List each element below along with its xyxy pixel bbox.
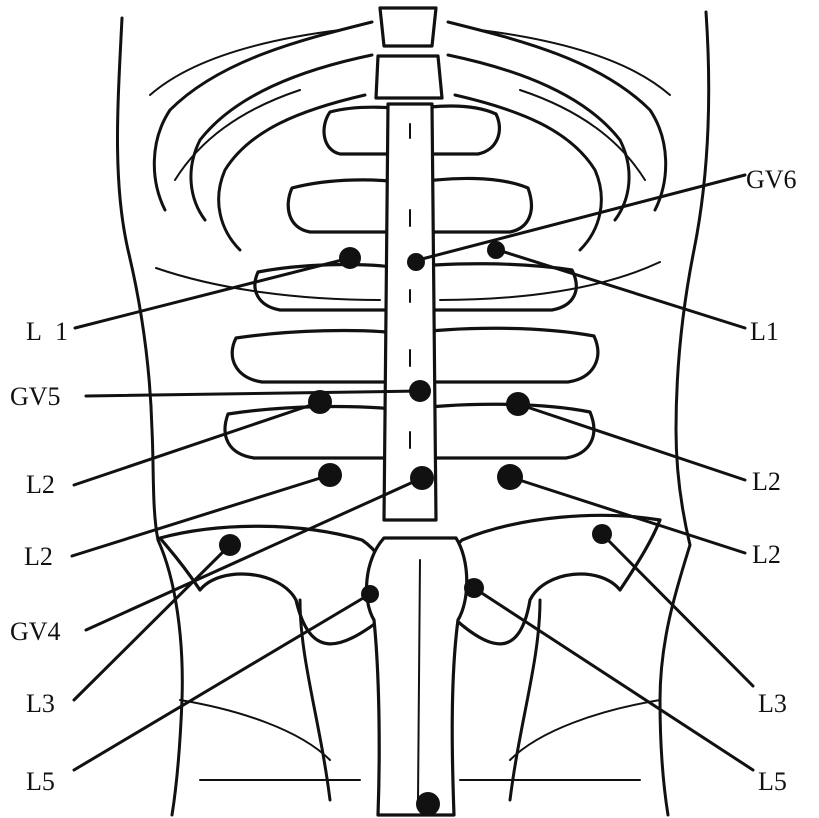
point-coccyx [416,792,440,816]
point-l3-right [592,524,612,544]
point-l1-right [487,241,505,259]
point-l2-left-upper [308,390,332,414]
point-l2-right-upper [506,392,530,416]
label-l2-right-lower: L2 [752,540,781,569]
spinal-column [384,104,436,520]
label-l2-right-upper: L2 [752,467,781,496]
leader-l3-right [602,534,753,686]
label-l1-right: L1 [750,317,779,346]
point-l5-right [464,578,484,598]
point-l2-left-lower [318,463,342,487]
point-l3-left [219,534,241,556]
point-gv4 [410,466,434,490]
label-gv5: GV5 [10,382,61,411]
point-l1-left [339,247,361,269]
label-l2-left-upper: L2 [26,470,55,499]
point-gv5 [409,380,431,402]
point-gv6 [407,253,425,271]
label-l3-left: L3 [26,689,55,718]
point-l2-right-lower [497,464,523,490]
leader-gv5 [86,391,420,396]
label-gv4: GV4 [10,617,61,646]
label-l2-left-lower: L2 [24,542,53,571]
leader-l3-left [74,545,230,700]
label-l5-left: L5 [26,767,55,796]
leader-l5-right [474,588,753,770]
label-l3-right: L3 [758,689,787,718]
label-l1-left: L1 [26,317,68,346]
label-gv6: GV6 [746,165,797,194]
pelvis [160,515,660,815]
label-l5-right: L5 [758,767,787,796]
point-l5-left [361,585,379,603]
leader-l5-left [74,594,370,770]
